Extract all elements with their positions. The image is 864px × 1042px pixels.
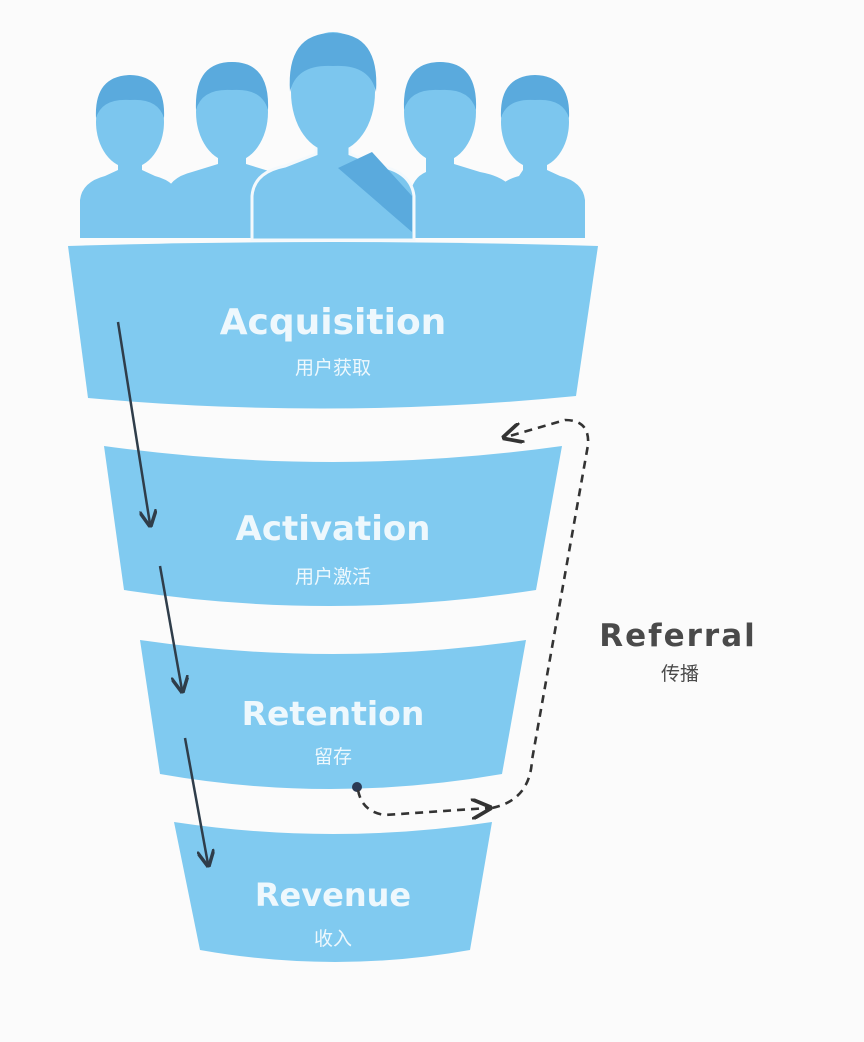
stage-title-activation: Activation	[236, 509, 431, 549]
user-silhouette-icon	[494, 75, 585, 238]
user-silhouette-icon	[403, 62, 514, 238]
stage-subtitle-retention: 留存	[314, 746, 352, 768]
referral-return-arrow-icon	[491, 418, 590, 810]
acquisition-band	[68, 242, 598, 409]
referral-start-dot	[352, 782, 362, 792]
user-silhouette-icon	[250, 32, 416, 242]
referral-loop-arrow-icon	[356, 789, 488, 815]
arrow-down-icon	[183, 737, 208, 864]
flow-arrows	[116, 321, 208, 864]
users-group-icon	[80, 32, 585, 242]
revenue-band	[174, 822, 492, 962]
stage-subtitle-acquisition: 用户获取	[295, 357, 371, 379]
activation-band	[104, 446, 562, 606]
stage-title-acquisition: Acquisition	[220, 302, 447, 343]
referral-subtitle: 传播	[661, 663, 699, 685]
stage-subtitle-activation: 用户激活	[295, 566, 371, 588]
referral-title: Referral	[599, 618, 757, 654]
user-silhouette-icon	[80, 75, 180, 238]
arrow-down-icon	[116, 321, 150, 524]
retention-band	[140, 640, 526, 789]
arrow-down-icon	[158, 565, 182, 690]
stage-title-revenue: Revenue	[255, 876, 411, 914]
stage-subtitle-revenue: 收入	[314, 928, 352, 950]
stage-title-retention: Retention	[242, 694, 425, 733]
